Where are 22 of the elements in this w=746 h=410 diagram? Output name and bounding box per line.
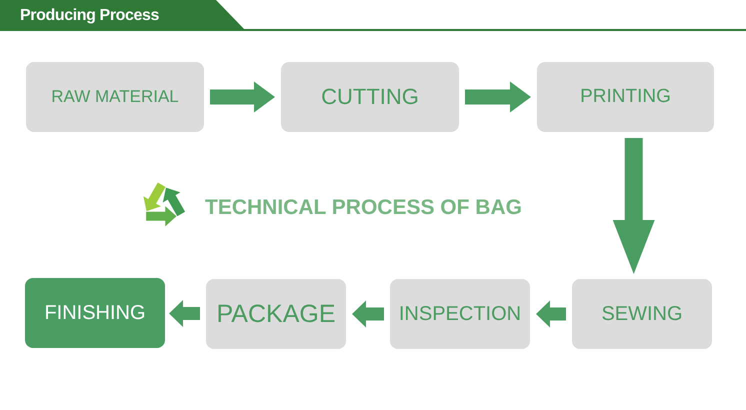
arrow: [612, 138, 655, 274]
step-label: CUTTING: [321, 84, 419, 110]
arrow: [352, 300, 384, 328]
arrow: [465, 82, 531, 112]
step-label: SEWING: [601, 302, 683, 326]
step-label: PACKAGE: [216, 300, 336, 328]
process-box: [390, 279, 530, 349]
subtitle-text: TECHNICAL PROCESS OF BAG: [205, 197, 522, 218]
process-box: [26, 62, 204, 132]
process-box: [572, 279, 712, 349]
process-box: [25, 278, 165, 348]
process-box: [537, 62, 714, 132]
process-box: [206, 279, 346, 349]
arrow: [536, 300, 566, 328]
step-label: PRINTING: [580, 86, 671, 108]
step-label: INSPECTION: [398, 302, 522, 326]
step-label: RAW MATERIAL: [51, 87, 179, 107]
arrow: [169, 300, 200, 327]
arrow: [210, 82, 275, 112]
page-title: Producing Process: [20, 7, 160, 24]
step-label: FINISHING: [44, 302, 146, 324]
process-box: [281, 62, 459, 132]
